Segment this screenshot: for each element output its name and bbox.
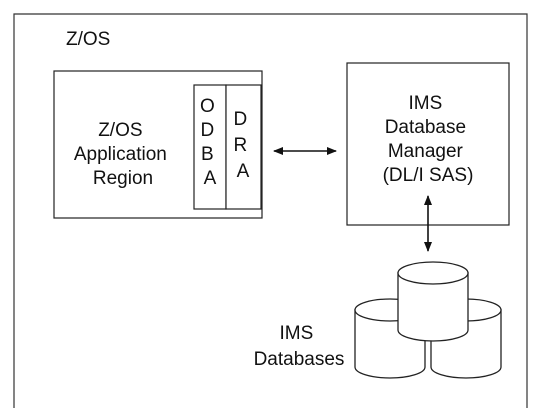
database-manager-label: IMS Database Manager (DL/I SAS) (383, 93, 474, 186)
database-manager-label-line: IMS (408, 93, 442, 114)
dra-box (225, 84, 262, 210)
ims-databases-label-line: Databases (254, 349, 345, 370)
odba-letter: D (200, 120, 214, 141)
ims-databases-cylinders (354, 261, 502, 379)
application-region: Z/OS Application Region O D B A D R A (53, 70, 263, 219)
application-region-label-line: Z/OS (98, 120, 142, 141)
zos-container-label: Z/OS (66, 29, 110, 50)
dra-label: D R A (233, 109, 252, 182)
database-manager-label-line: Database (385, 117, 466, 138)
odba-letter: A (204, 168, 217, 189)
dra-letter: D (233, 109, 247, 130)
database-manager-label-line: (DL/I SAS) (383, 165, 474, 186)
application-region-label-line: Region (93, 168, 153, 189)
odba-label: O D B A (200, 96, 220, 189)
application-region-label: Z/OS Application Region (74, 120, 172, 189)
ims-databases-label: IMS Databases (254, 323, 345, 370)
application-region-label-line: Application (74, 144, 167, 165)
odba-letter: B (201, 144, 214, 165)
odba-box (193, 84, 227, 210)
database-manager: IMS Database Manager (DL/I SAS) (346, 62, 510, 226)
odba-letter: O (200, 96, 215, 117)
database-cylinder-center (397, 261, 469, 342)
database-manager-label-line: Manager (388, 141, 464, 162)
dra-letter: A (237, 161, 250, 182)
dra-letter: R (233, 135, 247, 156)
ims-databases-label-line: IMS (279, 323, 313, 344)
